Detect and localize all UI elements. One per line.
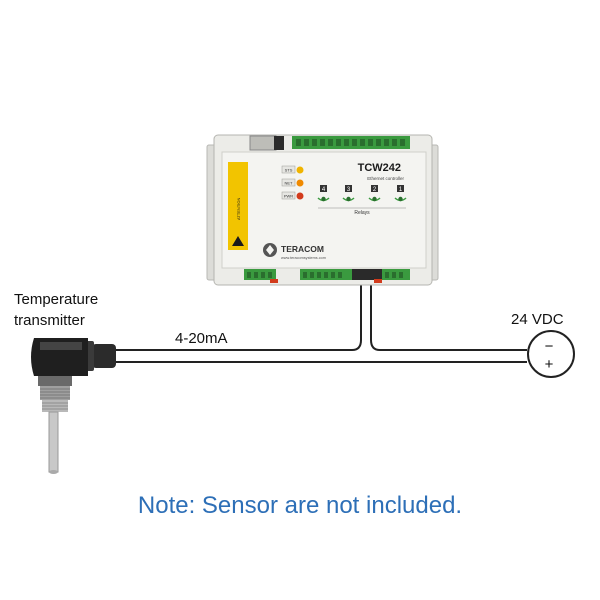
- sensor-note: Note: Sensor are not included.: [137, 492, 463, 519]
- led-sts: [296, 166, 304, 174]
- ethernet-port: [249, 135, 277, 151]
- brand-website: www.teracomsystems.com: [281, 256, 326, 260]
- power-wire: [370, 282, 527, 351]
- relay-number-2: 2: [373, 187, 377, 193]
- warning-sticker: ATTENTION: [228, 162, 248, 250]
- bottom-terminal-block: [244, 269, 410, 283]
- signal-current-label: 4-20mA: [175, 330, 228, 347]
- warning-text: ATTENTION: [236, 198, 241, 220]
- temperature-transmitter-label: Temperature transmitter: [14, 291, 99, 329]
- teracom-logo: TERACOM www.teracomsystems.com: [263, 243, 326, 260]
- relay-number-1: 1: [399, 187, 403, 193]
- brand-name: TERACOM: [281, 244, 324, 254]
- led-label-sts: STS: [285, 168, 293, 173]
- temperature-transmitter-sensor: [31, 338, 116, 474]
- power-supply-label: 24 VDC: [511, 311, 564, 328]
- signal-wire-upper: [112, 282, 362, 351]
- relay-indicators: 4 3 2 1 Relays: [317, 185, 407, 216]
- led-label-net: NET: [285, 181, 294, 186]
- device-subtitle: Ethernet controller: [367, 176, 404, 181]
- top-terminal-block: [292, 136, 410, 149]
- led-pwr: [296, 192, 304, 200]
- led-net: [296, 179, 304, 187]
- tcw242-controller: ATTENTION STS NET PWR TCW242 Ethernet co…: [206, 134, 439, 286]
- led-label-pwr: PWR: [284, 194, 293, 199]
- relays-label: Relays: [354, 210, 370, 216]
- status-leds: STS NET PWR: [281, 165, 304, 200]
- plus-symbol: +: [545, 356, 554, 373]
- minus-symbol: −: [545, 338, 554, 355]
- device-model: TCW242: [358, 162, 401, 174]
- power-supply-symbol: − +: [527, 330, 575, 378]
- relay-number-4: 4: [322, 187, 326, 193]
- relay-number-3: 3: [347, 187, 351, 193]
